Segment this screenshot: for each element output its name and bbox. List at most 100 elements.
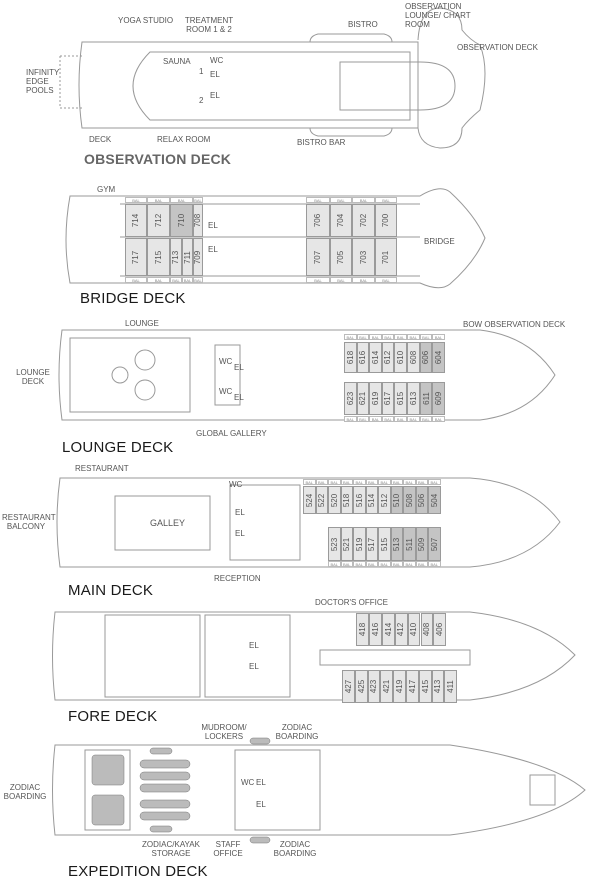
cabin-717[interactable]: 717 — [125, 238, 147, 276]
cabin-506[interactable]: 506 — [415, 486, 428, 514]
label-zodiac-boarding: ZODIAC BOARDING — [273, 840, 317, 858]
cabin-618[interactable]: 618 — [344, 342, 357, 373]
cabin-713[interactable]: 713 — [170, 238, 182, 276]
cabin-521[interactable]: 521 — [340, 527, 353, 561]
balcony-517: BAL — [365, 561, 378, 567]
balcony-708: BAL — [193, 197, 203, 203]
cabin-408[interactable]: 408 — [420, 613, 434, 646]
cabin-615[interactable]: 615 — [394, 382, 407, 415]
cabin-509[interactable]: 509 — [415, 527, 428, 561]
balcony-714: BAL — [125, 197, 147, 203]
cabin-714[interactable]: 714 — [125, 204, 147, 237]
cabin-715[interactable]: 715 — [147, 238, 170, 276]
cabin-516[interactable]: 516 — [353, 486, 366, 514]
bridge-deck-hull — [65, 188, 486, 289]
cabin-711[interactable]: 711 — [182, 238, 193, 276]
cabin-427[interactable]: 427 — [342, 670, 355, 703]
cabin-418[interactable]: 418 — [356, 613, 369, 646]
cabin-707[interactable]: 707 — [306, 238, 330, 276]
cabin-412[interactable]: 412 — [394, 613, 408, 646]
cabin-706[interactable]: 706 — [306, 204, 330, 237]
cabin-517[interactable]: 517 — [365, 527, 378, 561]
balcony-610: BAL — [394, 334, 407, 340]
cabin-611[interactable]: 611 — [419, 382, 433, 415]
cabin-413[interactable]: 413 — [431, 670, 445, 703]
deck-title-fore: FORE DECK — [68, 708, 158, 725]
label-treatment-2: 2 — [199, 96, 204, 105]
cabin-609[interactable]: 609 — [432, 382, 445, 415]
label-elevator: EL — [234, 393, 244, 402]
balcony-506: BAL — [415, 479, 428, 485]
balcony-613: BAL — [407, 416, 420, 422]
cabin-709[interactable]: 709 — [193, 238, 203, 276]
cabin-700[interactable]: 700 — [375, 204, 397, 237]
deck-title-lounge: LOUNGE DECK — [62, 439, 174, 456]
cabin-604[interactable]: 604 — [432, 342, 445, 373]
cabin-510[interactable]: 510 — [390, 486, 403, 514]
label-observation-lounge: OBSERVATION LOUNGE/ CHART ROOM — [405, 2, 471, 29]
label-elevator: EL — [210, 91, 220, 100]
cabin-504[interactable]: 504 — [428, 486, 441, 514]
balcony-701: BAL — [375, 277, 397, 283]
cabin-514[interactable]: 514 — [365, 486, 378, 514]
cabin-415[interactable]: 415 — [418, 670, 432, 703]
balcony-609: BAL — [432, 416, 445, 422]
cabin-513[interactable]: 513 — [390, 527, 403, 561]
cabin-710[interactable]: 710 — [170, 204, 193, 237]
cabin-508[interactable]: 508 — [403, 486, 416, 514]
balcony-619: BAL — [369, 416, 382, 422]
cabin-423[interactable]: 423 — [367, 670, 381, 703]
cabin-705[interactable]: 705 — [330, 238, 352, 276]
cabin-621[interactable]: 621 — [356, 382, 370, 415]
cabin-703[interactable]: 703 — [352, 238, 375, 276]
cabin-518[interactable]: 518 — [340, 486, 353, 514]
cabin-507[interactable]: 507 — [428, 527, 441, 561]
cabin-519[interactable]: 519 — [353, 527, 366, 561]
cabin-416[interactable]: 416 — [368, 613, 382, 646]
cabin-704[interactable]: 704 — [330, 204, 352, 237]
cabin-511[interactable]: 511 — [403, 527, 416, 561]
cabin-417[interactable]: 417 — [406, 670, 419, 703]
cabin-616[interactable]: 616 — [356, 342, 370, 373]
balcony-504: BAL — [428, 479, 441, 485]
cabin-712[interactable]: 712 — [147, 204, 170, 237]
label-infinity-edge-pools: INFINITY EDGE POOLS — [26, 68, 60, 95]
cabin-701[interactable]: 701 — [375, 238, 397, 276]
cabin-623[interactable]: 623 — [344, 382, 357, 415]
cabin-515[interactable]: 515 — [378, 527, 391, 561]
cabin-612[interactable]: 612 — [381, 342, 395, 373]
cabin-614[interactable]: 614 — [369, 342, 382, 373]
cabin-520[interactable]: 520 — [328, 486, 341, 514]
cabin-524[interactable]: 524 — [303, 486, 316, 514]
cabin-613[interactable]: 613 — [407, 382, 420, 415]
cabin-512[interactable]: 512 — [378, 486, 391, 514]
balcony-520: BAL — [328, 479, 341, 485]
cabin-419[interactable]: 419 — [393, 670, 406, 703]
label-elevator: EL — [249, 641, 259, 650]
cabin-606[interactable]: 606 — [419, 342, 433, 373]
cabin-522[interactable]: 522 — [315, 486, 328, 514]
cabin-610[interactable]: 610 — [394, 342, 407, 373]
cabin-608[interactable]: 608 — [407, 342, 420, 373]
cabin-702[interactable]: 702 — [352, 204, 375, 237]
cabin-411[interactable]: 411 — [444, 670, 458, 703]
cabin-421[interactable]: 421 — [380, 670, 394, 703]
label-elevator: EL — [210, 70, 220, 79]
balcony-513: BAL — [390, 561, 403, 567]
observation-deck-bow — [417, 7, 486, 149]
label-elevator: EL — [256, 778, 266, 787]
balcony-507: BAL — [428, 561, 441, 567]
cabin-619[interactable]: 619 — [369, 382, 382, 415]
cabin-617[interactable]: 617 — [381, 382, 395, 415]
cabin-523[interactable]: 523 — [328, 527, 341, 561]
label-gym: GYM — [97, 185, 116, 194]
balcony-710: BAL — [170, 197, 193, 203]
label-elevator: EL — [208, 245, 218, 254]
label-global-gallery: GLOBAL GALLERY — [196, 429, 267, 438]
cabin-708[interactable]: 708 — [193, 204, 203, 237]
cabin-410[interactable]: 410 — [407, 613, 421, 646]
cabin-414[interactable]: 414 — [381, 613, 395, 646]
cabin-425[interactable]: 425 — [354, 670, 368, 703]
cabin-406[interactable]: 406 — [433, 613, 447, 646]
